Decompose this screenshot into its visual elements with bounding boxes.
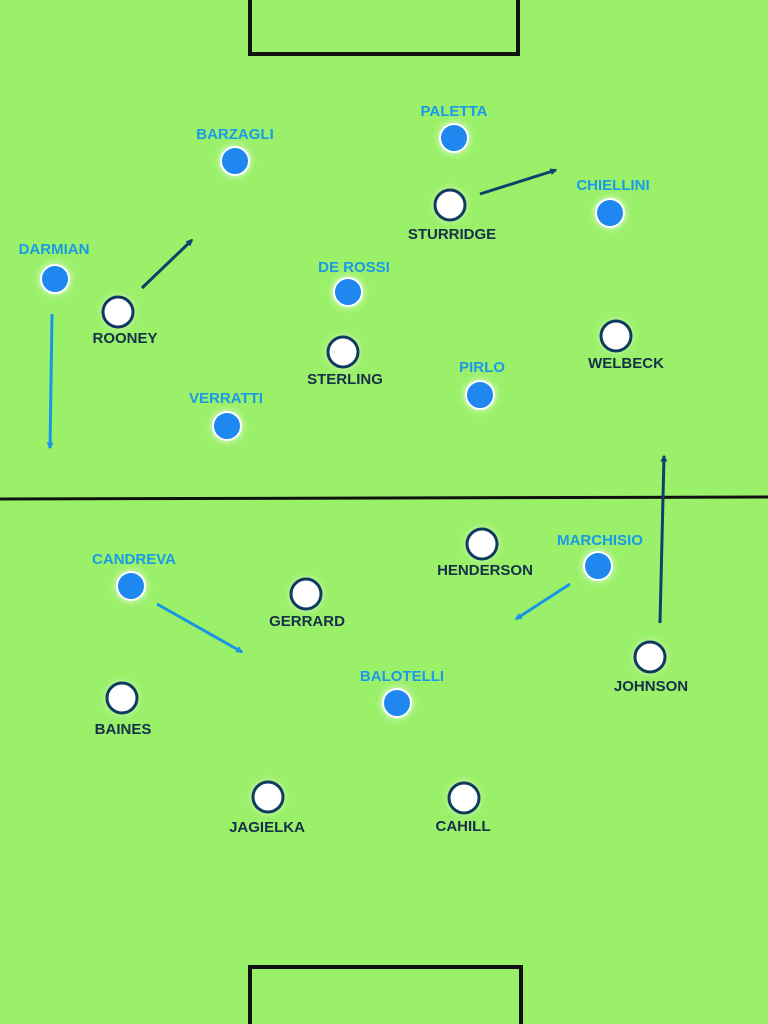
player-name: DE ROSSI — [318, 259, 390, 276]
player-name: MARCHISIO — [557, 532, 643, 549]
player-barzagli: BARZAGLI — [196, 126, 274, 178]
players: PALETTA BARZAGLI CHIELLINI STURRIDGE DARMIAN… — [19, 103, 689, 836]
player-name: VERRATTI — [189, 390, 263, 407]
player-name: JAGIELKA — [229, 819, 305, 836]
player-name: WELBECK — [588, 355, 664, 372]
player-henderson: HENDERSON — [437, 527, 533, 579]
player-welbeck: WELBECK — [588, 319, 664, 372]
player-balotelli: BALOTELLI — [360, 668, 444, 720]
player-marker — [465, 380, 495, 410]
player-name: CHIELLINI — [576, 177, 649, 194]
player-marker — [433, 188, 467, 222]
bottom-penalty-box — [248, 965, 523, 1024]
player-marker — [333, 277, 363, 307]
player-name: GERRARD — [269, 613, 345, 630]
halfway-line — [0, 495, 768, 501]
player-name: STERLING — [307, 371, 383, 388]
player-sterling: STERLING — [307, 335, 383, 388]
player-johnson: JOHNSON — [614, 640, 688, 695]
arrow-rooney-run — [140, 238, 194, 290]
player-name: BAINES — [95, 721, 152, 738]
player-marker — [212, 411, 242, 441]
player-marker — [447, 781, 481, 815]
player-candreva: CANDREVA — [92, 551, 176, 603]
player-darmian: DARMIAN — [19, 241, 90, 296]
player-marker — [595, 198, 625, 228]
arrow-darmian-run — [46, 313, 54, 450]
player-name: CAHILL — [436, 818, 491, 835]
player-name: STURRIDGE — [408, 226, 496, 243]
arrow-marchisio-run — [514, 582, 571, 621]
player-name: HENDERSON — [437, 562, 533, 579]
player-name: JOHNSON — [614, 678, 688, 695]
player-chiellini: CHIELLINI — [576, 177, 650, 230]
arrow-sturridge-run — [479, 168, 558, 196]
player-marker — [382, 688, 412, 718]
player-marker — [220, 146, 250, 176]
player-marchisio: MARCHISIO — [557, 532, 643, 583]
player-sturridge: STURRIDGE — [408, 188, 496, 243]
player-marker — [599, 319, 633, 353]
player-name: BALOTELLI — [360, 668, 444, 685]
player-marker — [326, 335, 360, 369]
player-name: CANDREVA — [92, 551, 176, 568]
player-name: ROONEY — [92, 330, 157, 347]
movement-arrows — [46, 168, 668, 654]
player-marker — [40, 264, 70, 294]
player-marker — [633, 640, 667, 674]
player-jagielka: JAGIELKA — [229, 780, 305, 836]
player-marker — [116, 571, 146, 601]
player-rooney: ROONEY — [92, 295, 158, 347]
top-penalty-box — [248, 0, 520, 56]
player-cahill: CAHILL — [436, 781, 491, 835]
player-marker — [583, 551, 613, 581]
player-verratti: VERRATTI — [189, 390, 263, 443]
player-name: DARMIAN — [19, 241, 90, 258]
player-name: PIRLO — [459, 359, 505, 376]
player-marker — [101, 295, 135, 329]
player-name: PALETTA — [421, 103, 488, 120]
player-name: BARZAGLI — [196, 126, 274, 143]
player-marker — [289, 577, 323, 611]
player-marker — [439, 123, 469, 153]
player-de-rossi: DE ROSSI — [318, 259, 390, 309]
player-marker — [465, 527, 499, 561]
player-marker — [105, 681, 139, 715]
player-baines: BAINES — [95, 681, 152, 738]
arrow-candreva-run — [156, 602, 244, 654]
player-marker — [251, 780, 285, 814]
player-gerrard: GERRARD — [269, 577, 345, 630]
arrow-johnson-run — [658, 454, 668, 624]
player-paletta: PALETTA — [421, 103, 488, 155]
player-pirlo: PIRLO — [459, 359, 505, 412]
